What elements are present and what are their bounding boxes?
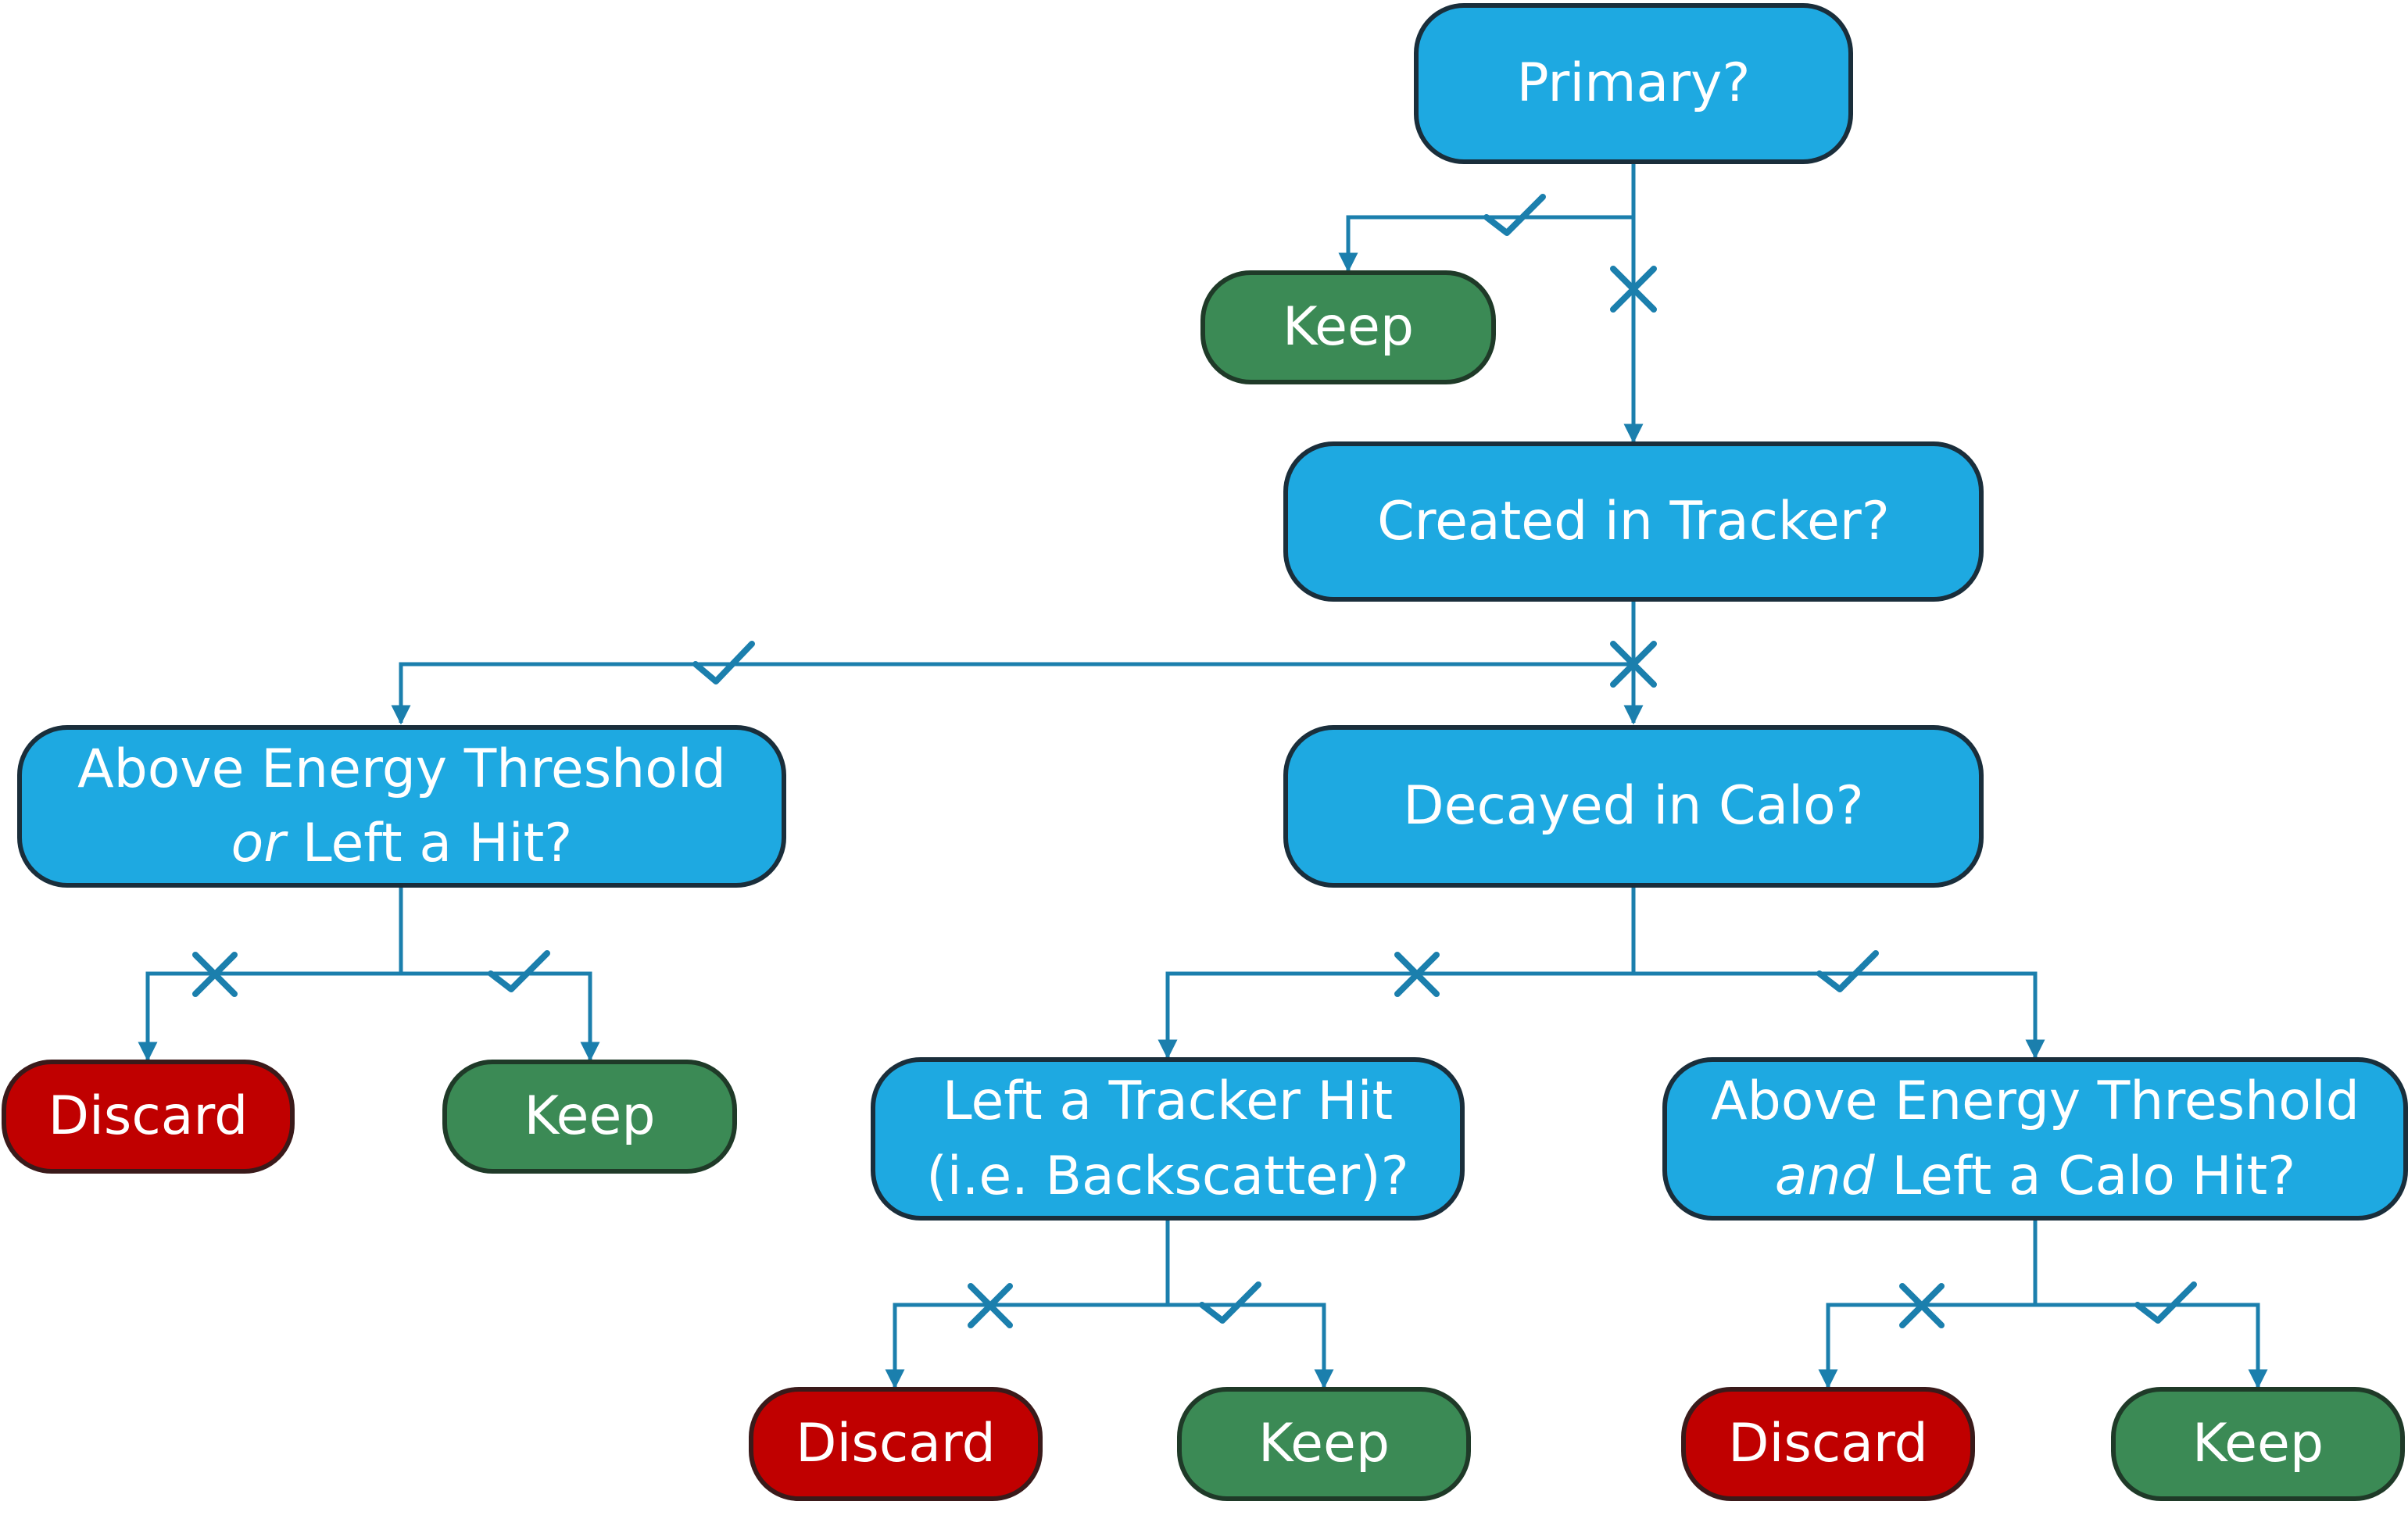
connector-decayed-yes <box>1633 971 2045 1060</box>
check-icon <box>1483 194 1546 236</box>
node-discard-1: Discard <box>2 1060 295 1174</box>
x-icon <box>968 1283 1013 1328</box>
check-icon <box>1199 1281 1261 1324</box>
node-discard-3: Discard <box>1681 1387 1975 1501</box>
x-icon <box>1610 266 1657 313</box>
node-keep-primary: Keep <box>1200 270 1496 384</box>
node-left-tracker-hit-line2: (i.e. Backscatter)? <box>926 1145 1409 1207</box>
node-created-tracker-label: Created in Tracker? <box>1377 490 1890 552</box>
node-above-energy-and-rest: Left a Calo Hit? <box>1874 1145 2296 1207</box>
connector-tracker-hit-yes <box>1168 1303 1334 1389</box>
node-primary: Primary? <box>1414 3 1853 164</box>
check-icon <box>488 950 550 992</box>
connector-tracker-yes <box>391 662 1633 725</box>
check-icon <box>2134 1281 2197 1324</box>
connector-energy-and-no <box>1818 1303 2035 1389</box>
connector-energy-or-yes <box>401 971 600 1062</box>
node-keep-3: Keep <box>2111 1387 2405 1501</box>
node-keep-primary-label: Keep <box>1282 296 1415 359</box>
node-above-energy-and: Above Energy Threshold and Left a Calo H… <box>1662 1057 2408 1221</box>
connector-decayed-no <box>1157 971 1633 1060</box>
connector-tracker-hit-no <box>885 1303 1168 1389</box>
node-above-energy-or-em: or <box>231 813 286 874</box>
connector-primary-yes <box>1338 215 1633 273</box>
node-decayed-calo: Decayed in Calo? <box>1283 725 1984 888</box>
node-above-energy-and-em: and <box>1774 1145 1875 1207</box>
node-above-energy-and-line1: Above Energy Threshold <box>1711 1070 2360 1133</box>
node-above-energy-or-line2: or Left a Hit? <box>231 806 573 881</box>
x-icon <box>1610 641 1657 688</box>
check-icon <box>1816 950 1879 992</box>
x-icon <box>1899 1283 1945 1328</box>
connector-energy-or-no <box>138 971 401 1062</box>
node-above-energy-or-line1: Above Energy Threshold <box>77 738 726 800</box>
node-decayed-calo-label: Decayed in Calo? <box>1403 775 1864 838</box>
x-icon <box>192 952 238 997</box>
x-icon <box>1394 952 1440 997</box>
node-created-tracker: Created in Tracker? <box>1283 441 1984 602</box>
node-discard-1-label: Discard <box>48 1085 249 1148</box>
node-above-energy-and-line2: and Left a Calo Hit? <box>1775 1139 2295 1213</box>
node-keep-1: Keep <box>442 1060 737 1174</box>
node-discard-2-label: Discard <box>796 1413 996 1475</box>
node-keep-3-label: Keep <box>2192 1413 2324 1475</box>
check-icon <box>692 641 755 684</box>
node-primary-label: Primary? <box>1516 52 1751 115</box>
node-above-energy-or: Above Energy Threshold or Left a Hit? <box>17 725 786 888</box>
connector-energy-and-yes <box>2035 1303 2268 1389</box>
node-discard-2: Discard <box>749 1387 1043 1501</box>
node-keep-1-label: Keep <box>524 1085 656 1148</box>
node-left-tracker-hit-line1: Left a Tracker Hit <box>942 1070 1394 1133</box>
node-left-tracker-hit: Left a Tracker Hit (i.e. Backscatter)? <box>871 1057 1465 1221</box>
node-keep-2-label: Keep <box>1258 1413 1390 1475</box>
node-keep-2: Keep <box>1177 1387 1471 1501</box>
node-above-energy-or-rest: Left a Hit? <box>285 813 573 874</box>
node-discard-3-label: Discard <box>1728 1413 1928 1475</box>
